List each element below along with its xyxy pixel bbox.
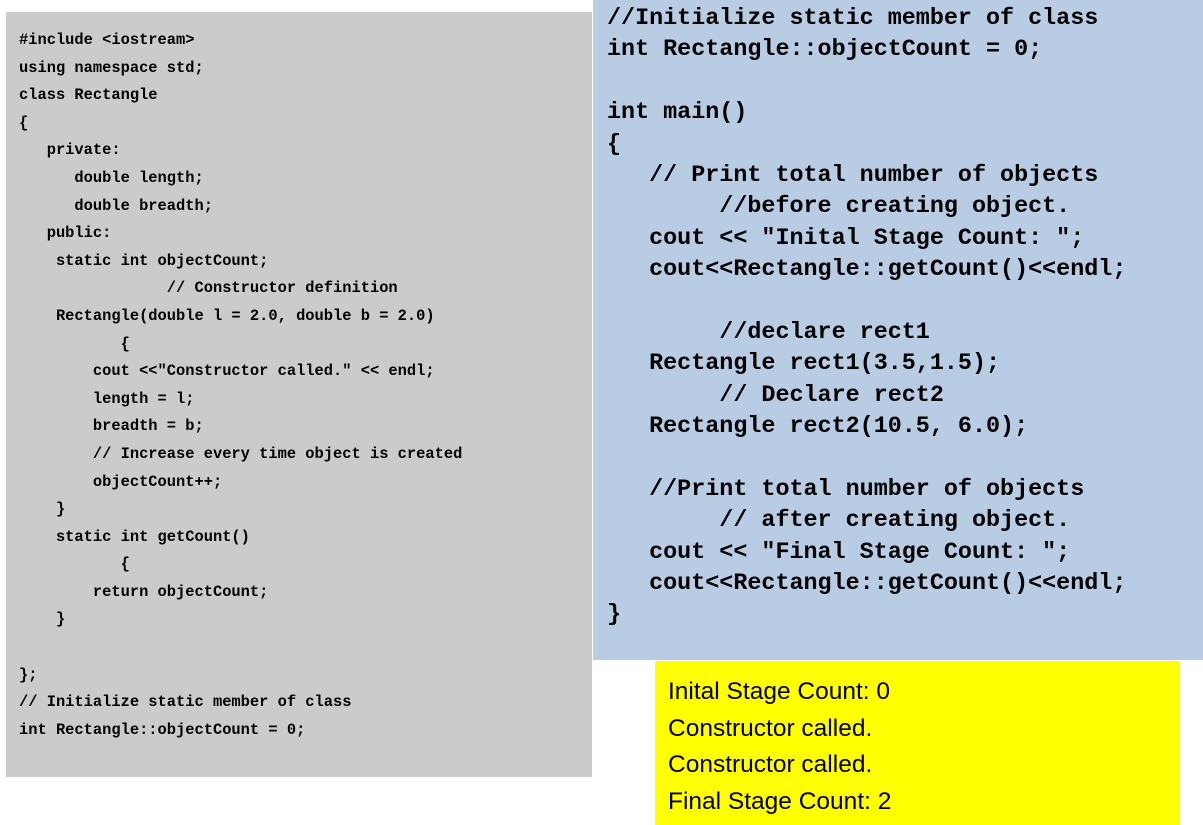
main-code-line: int Rectangle::objectCount = 0; <box>607 37 1043 64</box>
class-code-line: static int objectCount; <box>19 251 269 270</box>
class-code-line <box>19 634 592 662</box>
main-function-code-panel: //Initialize static member of class int R… <box>593 0 1203 660</box>
main-code-line: //Print total number of objects <box>607 476 1085 503</box>
main-code-line: cout << "Inital Stage Count: "; <box>607 225 1085 252</box>
main-code-line: // Print total number of objects <box>607 162 1099 189</box>
class-code-line: double breadth; <box>19 196 213 215</box>
main-code-line: { <box>607 131 622 158</box>
class-code-line: objectCount++; <box>19 472 223 491</box>
class-code-line: #include <iostream> <box>19 31 195 49</box>
main-code-line: cout<<Rectangle::getCount()<<endl; <box>607 257 1127 284</box>
class-code-line: cout <<"Constructor called." << endl; <box>19 362 435 381</box>
class-definition-code-panel: #include <iostream> using namespace std; c… <box>6 12 592 777</box>
class-code-line: double length; <box>19 168 204 187</box>
class-code-line: int Rectangle::objectCount = 0; <box>19 720 306 739</box>
class-code-line: // Initialize static member of class <box>19 693 352 712</box>
main-code-line: //before creating object. <box>607 194 1071 221</box>
main-code-line: // after creating object. <box>607 508 1071 535</box>
output-line: Constructor called. <box>668 751 873 778</box>
class-code-line: { <box>19 555 130 574</box>
main-code-line: //declare rect1 <box>607 319 930 346</box>
class-code-line: } <box>19 610 66 629</box>
main-code-line: int main() <box>607 100 748 127</box>
class-code-line: // Constructor definition <box>19 279 398 298</box>
class-code-line: return objectCount; <box>19 582 269 601</box>
main-code-line: Rectangle rect1(3.5,1.5); <box>607 351 1001 378</box>
main-code-line: Rectangle rect2(10.5, 6.0); <box>607 414 1029 441</box>
main-code-line: cout << "Final Stage Count: "; <box>607 539 1071 566</box>
output-line: Constructor called. <box>668 714 873 742</box>
class-code-line: private: <box>19 141 121 160</box>
class-code-line: public: <box>19 224 112 243</box>
class-code-line: static int getCount() <box>19 527 250 546</box>
class-code-line: length = l; <box>19 389 195 408</box>
class-code-line: { <box>19 334 130 353</box>
output-line: Inital Stage Count: 0 <box>668 678 891 705</box>
main-code-line: //Initialize static member of class <box>607 6 1099 32</box>
class-code-line: class Rectangle <box>19 86 158 105</box>
main-code-line: // Declare rect2 <box>607 382 944 409</box>
main-code-line <box>607 287 1203 318</box>
class-code-line: } <box>19 500 66 519</box>
main-code-line: } <box>607 602 622 629</box>
main-code-line <box>607 443 1203 474</box>
class-code-line: breadth = b; <box>19 417 204 436</box>
main-code-line: cout<<Rectangle::getCount()<<endl; <box>607 571 1127 598</box>
output-line: Final Stage Count: 2 <box>668 787 892 815</box>
class-code-line: }; <box>19 665 38 684</box>
class-code-line: using namespace std; <box>19 58 204 77</box>
class-code-line: { <box>19 113 29 132</box>
class-code-line: // Increase every time object is created <box>19 444 463 463</box>
main-code-line <box>607 67 1203 98</box>
class-code-line: Rectangle(double l = 2.0, double b = 2.0… <box>19 306 435 325</box>
program-output-panel: Inital Stage Count: 0 Constructor called.… <box>655 661 1180 825</box>
